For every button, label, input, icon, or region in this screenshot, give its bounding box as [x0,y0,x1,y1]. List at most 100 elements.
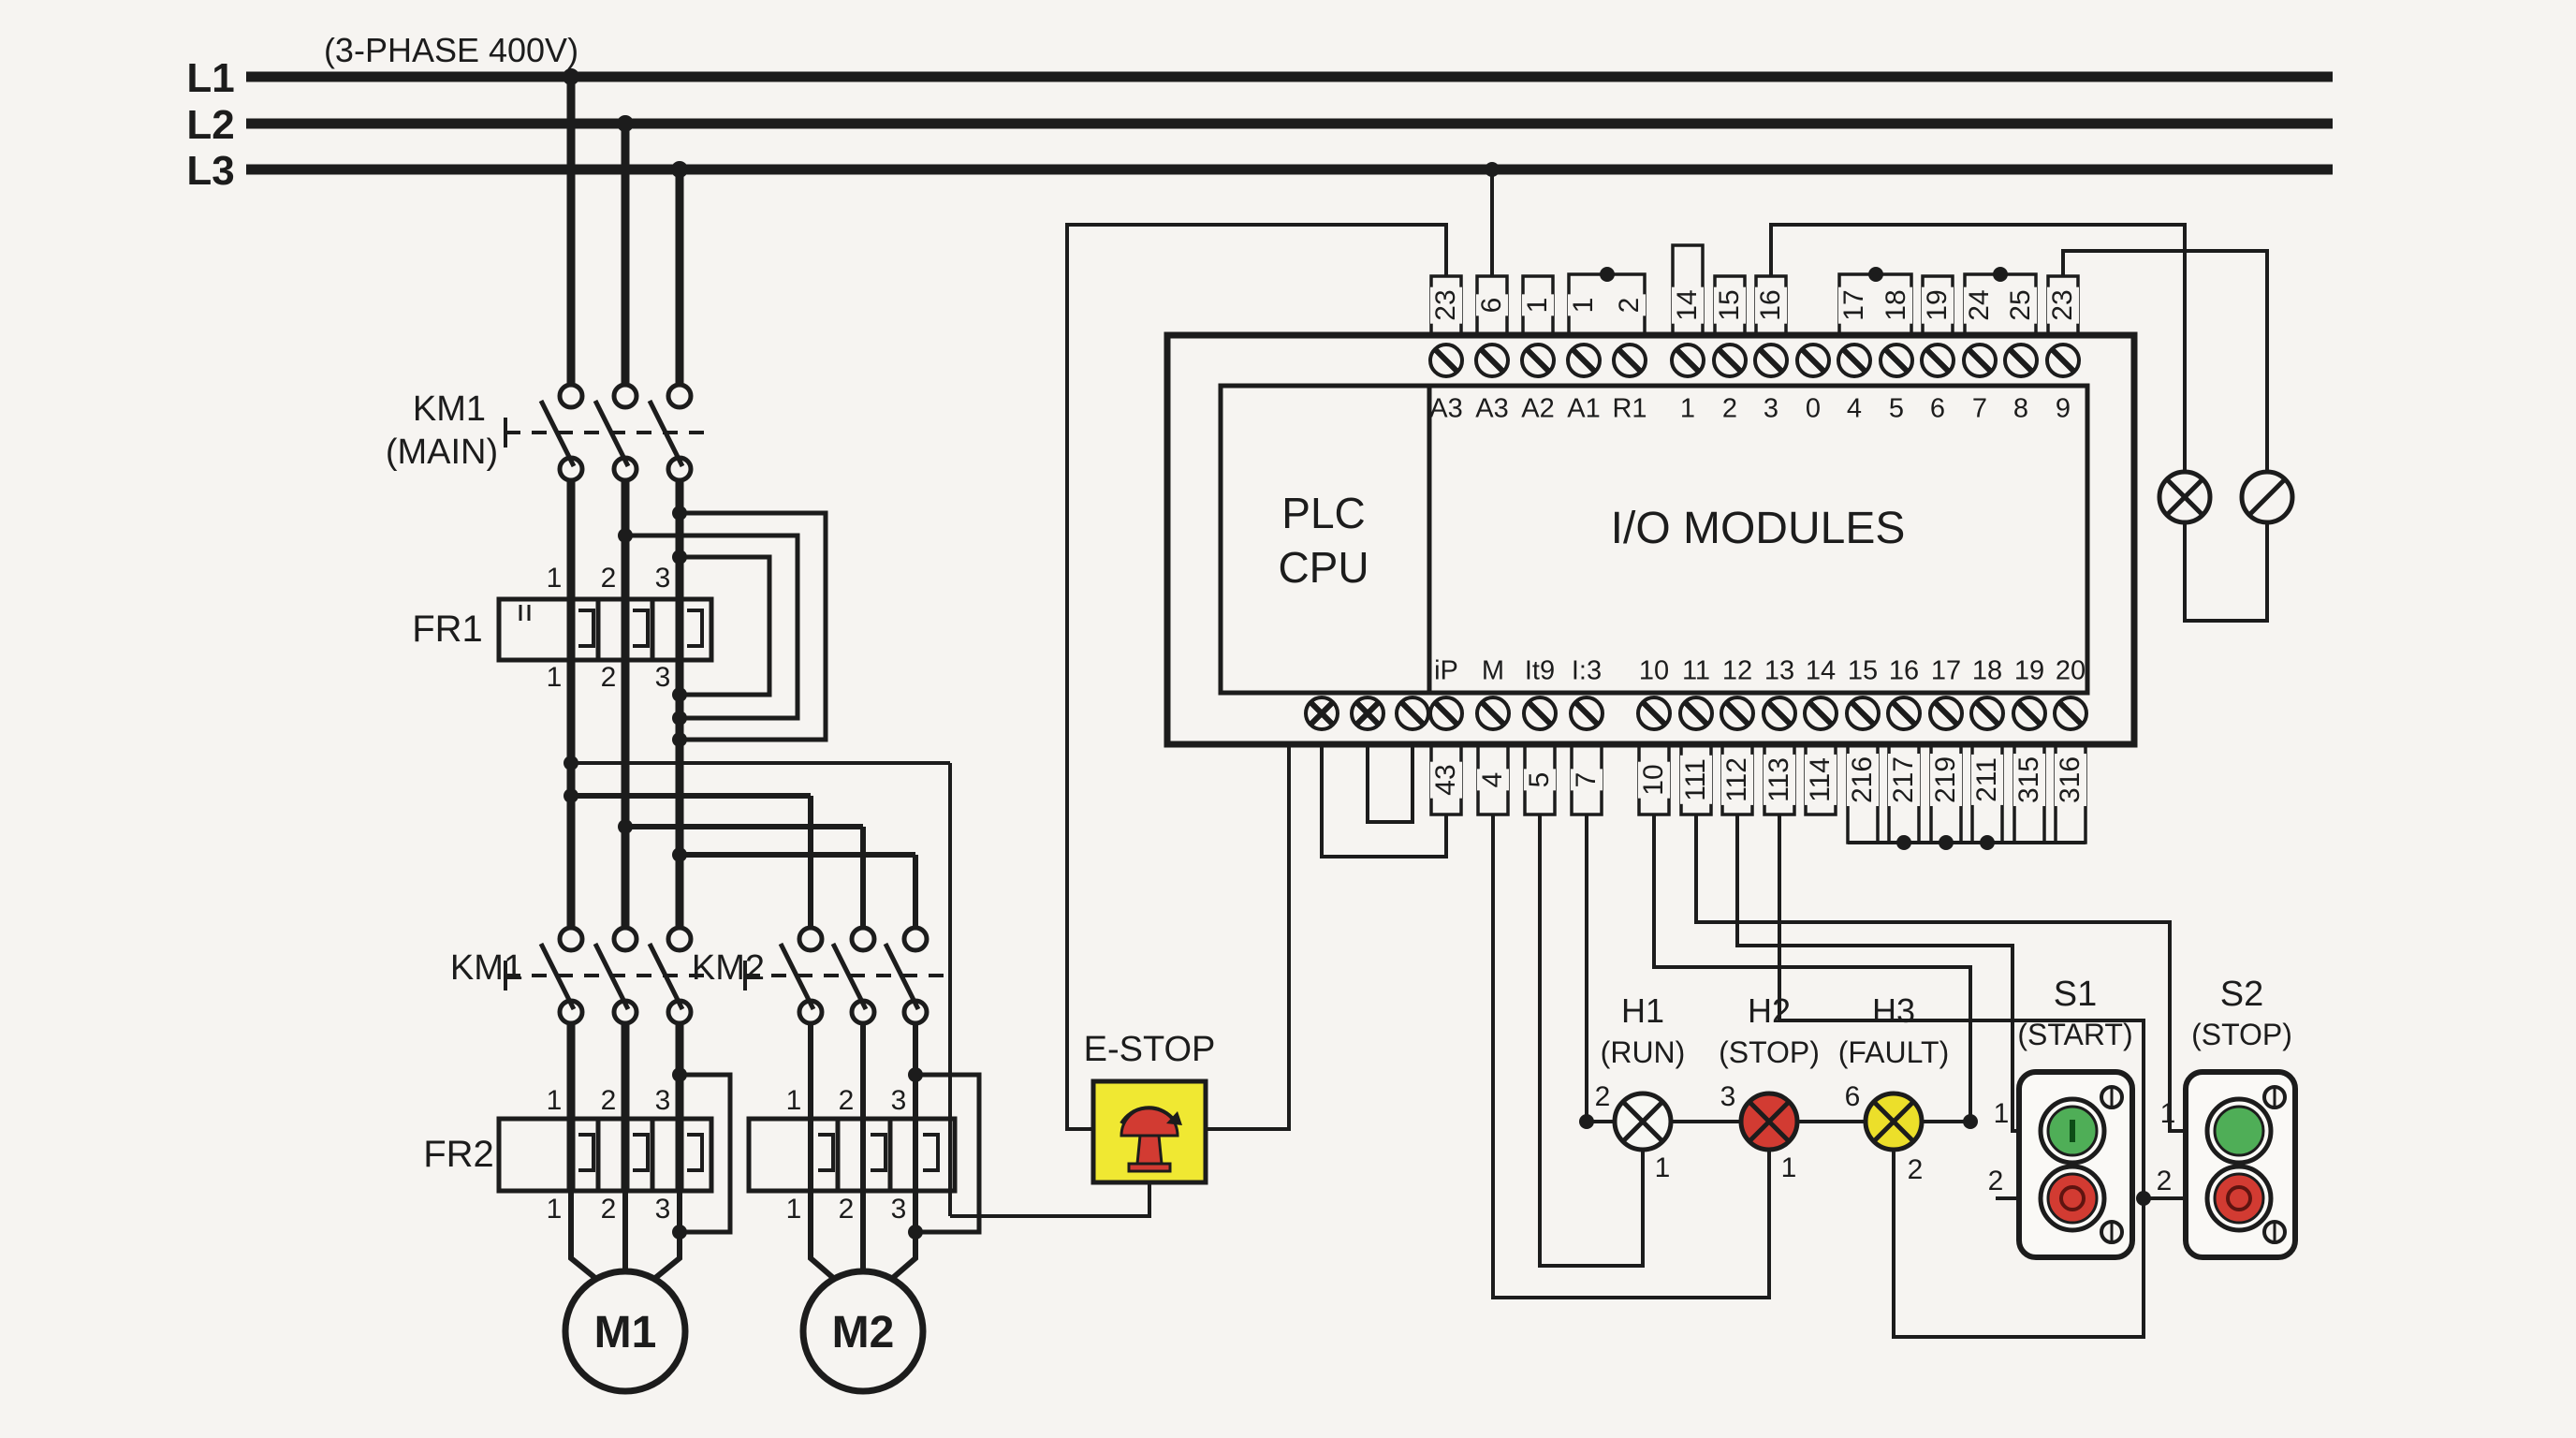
terminal-number: 23 [1430,286,1462,324]
button-terminal-number: 1 [2159,1098,2176,1129]
io-point-label: A2 [1521,393,1555,424]
terminal-screw-icon [1845,696,1881,731]
contactor-km1-poles [504,925,711,1026]
lamp-h1-label: H1 [1620,991,1665,1030]
io-point-label: It9 [1524,655,1556,686]
terminal-screw-icon [1670,343,1705,378]
bus-lines [246,71,2333,175]
io-point-label: 15 [1847,655,1879,686]
io-point-label: A1 [1567,393,1601,424]
terminal-number: 7 [1571,769,1603,791]
terminal-number: 43 [1430,761,1462,799]
io-point-label: 11 [1681,655,1711,686]
terminal-screw-icon [1928,696,1964,731]
terminal-screw-icon [1969,696,2005,731]
terminal-screw-icon [1522,696,1558,731]
lamp-h1-sublabel: (RUN) [1600,1035,1686,1069]
terminal-number: 219 [1930,753,1962,807]
overload-terminal-number: 3 [654,1194,671,1225]
terminal-screw-icon [1566,343,1602,378]
terminal-number: 6 [1476,294,1508,316]
estop-label: E-STOP [1083,1030,1216,1069]
terminal-screw-icon [1304,696,1339,731]
fr-bypass-loops-lower [680,1072,982,1235]
km2-branch-wires [571,793,918,1191]
station-s1 [2016,1069,2135,1260]
terminal-screw-icon [1920,343,1955,378]
overload-terminal-number: 1 [785,1085,802,1116]
terminal-number: 25 [2005,286,2037,324]
terminal-screw-icon [1612,343,1647,378]
terminal-screw-icon [1962,343,1998,378]
plc-io-label: I/O MODULES [1610,504,1906,553]
terminal-screw-icon [1795,343,1831,378]
contactor-main-label: KM1 [412,389,487,429]
button-s2-label: S2 [2219,975,2264,1014]
terminal-number: 1 [1522,294,1554,316]
terminal-screw-icon [1720,696,1755,731]
terminal-number: 17 [1838,286,1870,324]
fr3-overload-box [746,1116,958,1194]
signal-lamps-top-right [2157,469,2295,525]
terminal-number: 4 [1477,769,1509,791]
terminal-screw-icon [1636,696,1672,731]
io-point-label: 3 [1763,393,1779,424]
io-point-label: R1 [1612,393,1647,424]
overload-terminal-number: 2 [600,1194,617,1225]
io-point-label: 4 [1846,393,1863,424]
terminal-number: 18 [1881,286,1912,324]
bus-label-l2: L2 [186,102,235,148]
estop-device [1090,1078,1208,1185]
terminal-number: 23 [2047,286,2079,324]
motor-m1-label: M1 [593,1308,657,1357]
terminal-screw-icon [1520,343,1556,378]
terminal-number: 111 [1680,756,1712,804]
terminal-number: 114 [1805,755,1837,805]
terminal-screw-icon [1879,343,1914,378]
terminal-screw-icon [1350,696,1385,731]
io-point-label: 14 [1805,655,1837,686]
button-s1-sublabel: (START) [2017,1018,2133,1051]
motor-m2-circle [799,1268,927,1395]
terminal-screw-icon [2003,343,2039,378]
terminal-number: 14 [1672,286,1704,324]
km1-label: KM1 [449,948,524,988]
terminal-screw-icon [1395,696,1430,731]
terminal-number: 216 [1847,753,1879,807]
io-point-label: 13 [1764,655,1795,686]
contactor-km2-poles [743,925,945,1026]
overload-terminal-number: 3 [654,1085,671,1116]
fr1-label: FR1 [412,609,483,650]
terminal-number: 5 [1524,769,1556,791]
terminal-screw-icon [1712,343,1748,378]
lamp-terminal-number: 3 [1720,1081,1736,1112]
io-point-label: 16 [1888,655,1920,686]
io-point-label: 9 [2055,393,2071,424]
plc-top-feed-wires [1490,169,2269,623]
terminal-number: 112 [1721,755,1753,805]
overload-terminal-number: 1 [546,563,563,594]
lamp-h2 [1738,1091,1800,1152]
bus-label-l1: L1 [186,55,235,101]
io-point-label: M [1481,655,1505,686]
overload-terminal-number: 1 [546,662,563,693]
terminal-screw-icon [1474,343,1510,378]
estop-wiring [571,223,1448,1218]
io-point-label: 20 [2055,655,2086,686]
fr1-overload-box [496,596,714,663]
lamp-terminal-number: 6 [1844,1081,1861,1112]
io-point-label: A3 [1429,393,1463,424]
io-point-label: 7 [1971,393,1988,424]
terminal-number: 315 [2013,753,2045,807]
io-point-label: 0 [1805,393,1822,424]
terminal-number: 316 [2055,753,2086,807]
io-point-label: 10 [1638,655,1670,686]
lamp-terminal-number: 2 [1594,1081,1611,1112]
fr2-overload-box [496,1116,714,1194]
fr1-bypass-loops [625,510,828,742]
overload-terminal-number: 2 [600,662,617,693]
overload-terminal-number: 2 [600,563,617,594]
bus-label-l3: L3 [186,148,235,194]
lamp-h2-label: H2 [1747,991,1792,1030]
